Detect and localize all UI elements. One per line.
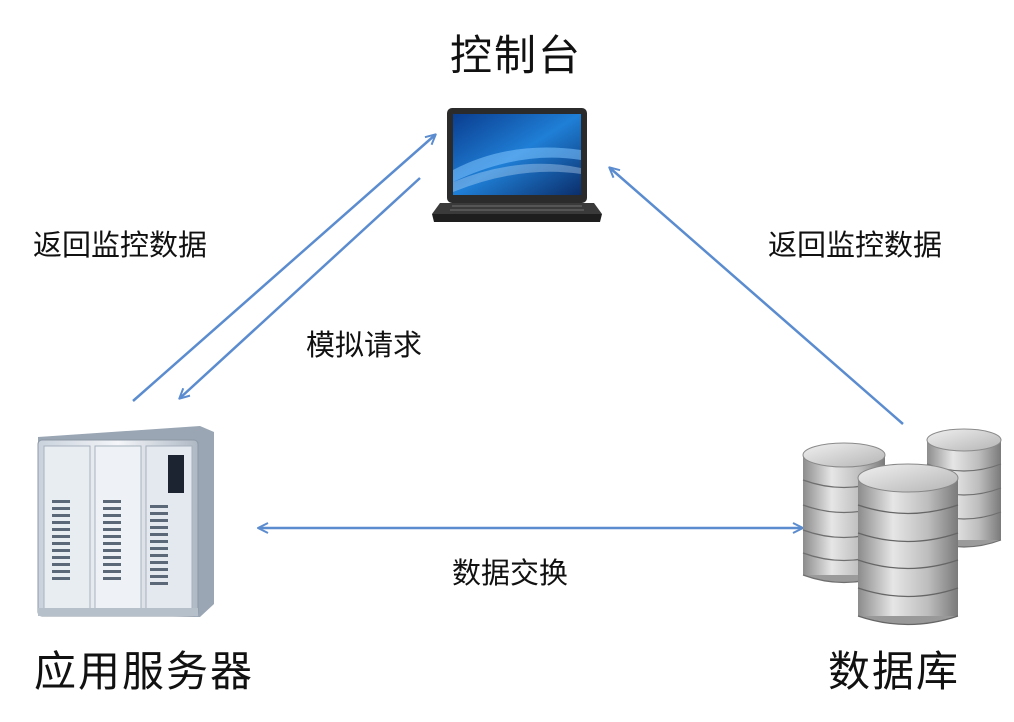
arrow-server-to-console: [132, 133, 437, 402]
arrow-database-to-console: [608, 166, 904, 425]
edge-label-console-to-server: 模拟请求: [306, 328, 423, 362]
laptop-icon: [432, 108, 602, 222]
database-stack-icon: [802, 428, 1002, 626]
app-server-label: 应用服务器: [34, 647, 255, 696]
database-label: 数据库: [828, 647, 961, 696]
server-cabinet-icon: [37, 426, 214, 617]
arrow-console-to-server: [178, 177, 421, 400]
database-cylinder-front: [857, 463, 959, 626]
edge-label-server-database: 数据交换: [452, 556, 569, 590]
edge-label-database-to-console: 返回监控数据: [768, 228, 943, 262]
edge-label-server-to-console: 返回监控数据: [33, 228, 208, 262]
console-label: 控制台: [450, 31, 583, 80]
